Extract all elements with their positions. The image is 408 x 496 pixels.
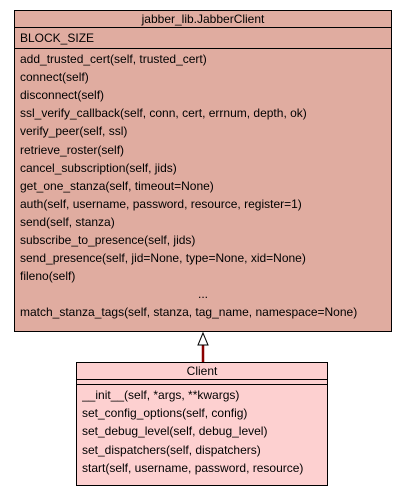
- class-box-client: Client __init__(self, *args, **kwargs) s…: [76, 362, 328, 486]
- method-item: auth(self, username, password, resource,…: [20, 196, 302, 211]
- method-item: verify_peer(self, ssl): [20, 124, 128, 139]
- method-item: get_one_stanza(self, timeout=None): [20, 178, 214, 193]
- method-item: __init__(self, *args, **kwargs): [82, 388, 240, 402]
- method-item: retrieve_roster(self): [20, 142, 125, 157]
- method-item: set_debug_level(self, debug_level): [82, 424, 268, 439]
- method-item: disconnect(self): [20, 88, 105, 103]
- class-title: jabber_lib.JabberClient: [15, 11, 391, 28]
- method-item: send_presence(self, jid=None, type=None,…: [20, 251, 306, 266]
- method-item: connect(self): [20, 70, 89, 85]
- inheritance-arrowhead: [197, 331, 209, 346]
- method-item: start(self, username, password, resource…: [82, 460, 304, 475]
- attribute-item: BLOCK_SIZE: [20, 31, 95, 45]
- method-item: match_stanza_tags(self, stanza, tag_name…: [20, 305, 358, 320]
- method-item: send(self, stanza): [20, 214, 115, 229]
- class-title: Client: [77, 363, 327, 380]
- attributes-section: [77, 380, 327, 385]
- attributes-section: BLOCK_SIZE: [15, 28, 391, 50]
- method-item: set_config_options(self, config): [82, 406, 248, 421]
- class-box-jabber-client: jabber_lib.JabberClient BLOCK_SIZE add_t…: [14, 10, 392, 332]
- ellipsis: ...: [197, 287, 208, 302]
- method-item: cancel_subscription(self, jids): [20, 160, 177, 175]
- methods-section: __init__(self, *args, **kwargs) set_conf…: [77, 385, 327, 478]
- method-item: add_trusted_cert(self, trusted_cert): [20, 52, 207, 67]
- method-item: fileno(self): [20, 269, 76, 284]
- method-item: subscribe_to_presence(self, jids): [20, 233, 196, 248]
- methods-section: add_trusted_cert(self, trusted_cert) con…: [15, 49, 391, 322]
- method-item: ssl_verify_callback(self, conn, cert, er…: [20, 106, 307, 121]
- method-item: set_dispatchers(self, dispatchers): [82, 442, 261, 457]
